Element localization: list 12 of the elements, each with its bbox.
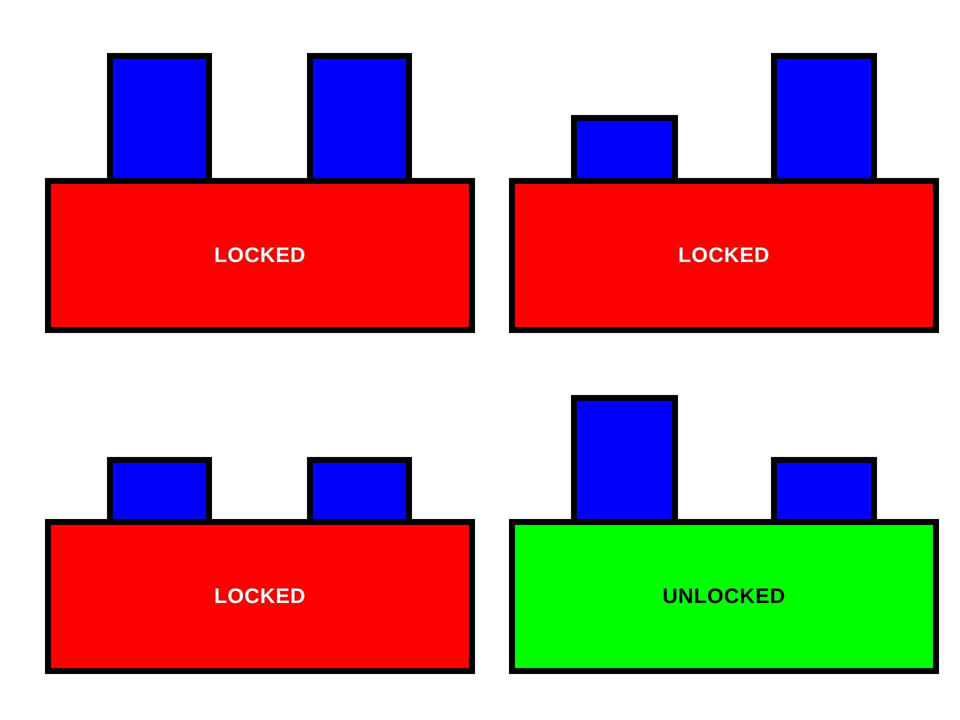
pin-block bbox=[771, 457, 877, 519]
pin-block bbox=[107, 457, 212, 519]
status-block: LOCKED bbox=[45, 519, 475, 674]
pin-block bbox=[571, 115, 678, 178]
pin-block bbox=[307, 53, 412, 178]
status-block: UNLOCKED bbox=[509, 519, 939, 674]
status-block: LOCKED bbox=[509, 178, 939, 333]
pin-block bbox=[571, 395, 678, 519]
status-block: LOCKED bbox=[45, 178, 475, 333]
pin-block bbox=[307, 457, 412, 519]
pin-block bbox=[771, 53, 877, 178]
pin-block bbox=[107, 53, 212, 178]
